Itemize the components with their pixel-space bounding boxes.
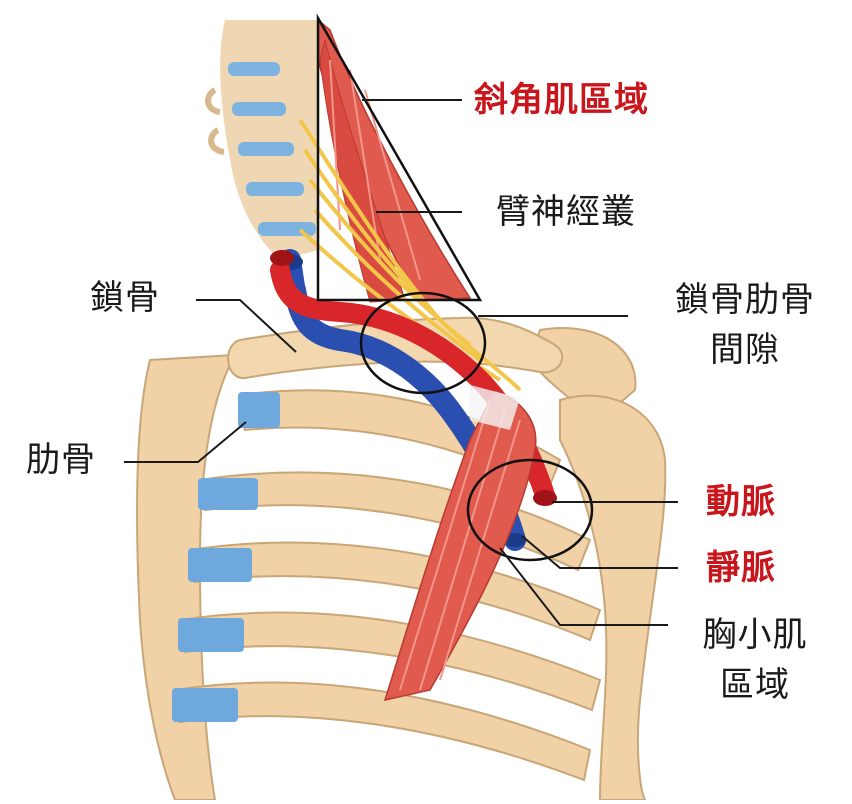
scalene-muscles xyxy=(317,18,472,303)
label-rib: 肋骨 xyxy=(26,440,96,480)
costal-cartilage xyxy=(172,688,238,722)
label-costoclavicular-line2: 間隙 xyxy=(710,330,780,370)
rib xyxy=(238,389,562,492)
costal-cartilage xyxy=(188,548,252,582)
leader-pectoralis xyxy=(499,547,668,626)
vertebral-disc xyxy=(228,62,280,76)
scalene-triangle-outline xyxy=(316,13,483,302)
label-pectoralis-line1: 胸小肌 xyxy=(702,615,808,655)
costoclavicular-circle xyxy=(359,291,487,395)
label-clavicle: 鎖骨 xyxy=(90,278,160,318)
label-brachial-plexus: 臂神經叢 xyxy=(496,192,636,232)
shoulder-joint xyxy=(528,327,667,801)
label-pectoralis-line2: 區域 xyxy=(720,665,790,705)
label-vein: 靜脈 xyxy=(706,548,776,588)
rib xyxy=(178,611,602,712)
costal-cartilage xyxy=(238,392,280,428)
humerus xyxy=(559,394,667,801)
cervical-spine xyxy=(205,20,318,260)
label-costoclavicular-line1: 鎖骨肋骨 xyxy=(675,280,815,320)
label-scalene: 斜角肌區域 xyxy=(474,80,649,120)
leader-clavicle xyxy=(196,299,297,353)
pectoralis-circle xyxy=(466,458,594,562)
leader-vein xyxy=(521,535,678,569)
costal-cartilage xyxy=(198,478,258,510)
rib xyxy=(173,681,592,782)
rib xyxy=(198,471,592,572)
leader-lines xyxy=(124,99,678,626)
vertebral-disc xyxy=(238,142,294,156)
label-artery: 動脈 xyxy=(706,482,776,522)
costal-cartilage xyxy=(178,618,244,652)
leader-rib xyxy=(124,421,247,463)
vertebral-disc xyxy=(232,102,286,116)
rib xyxy=(188,541,602,642)
vertebral-disc xyxy=(246,182,304,196)
